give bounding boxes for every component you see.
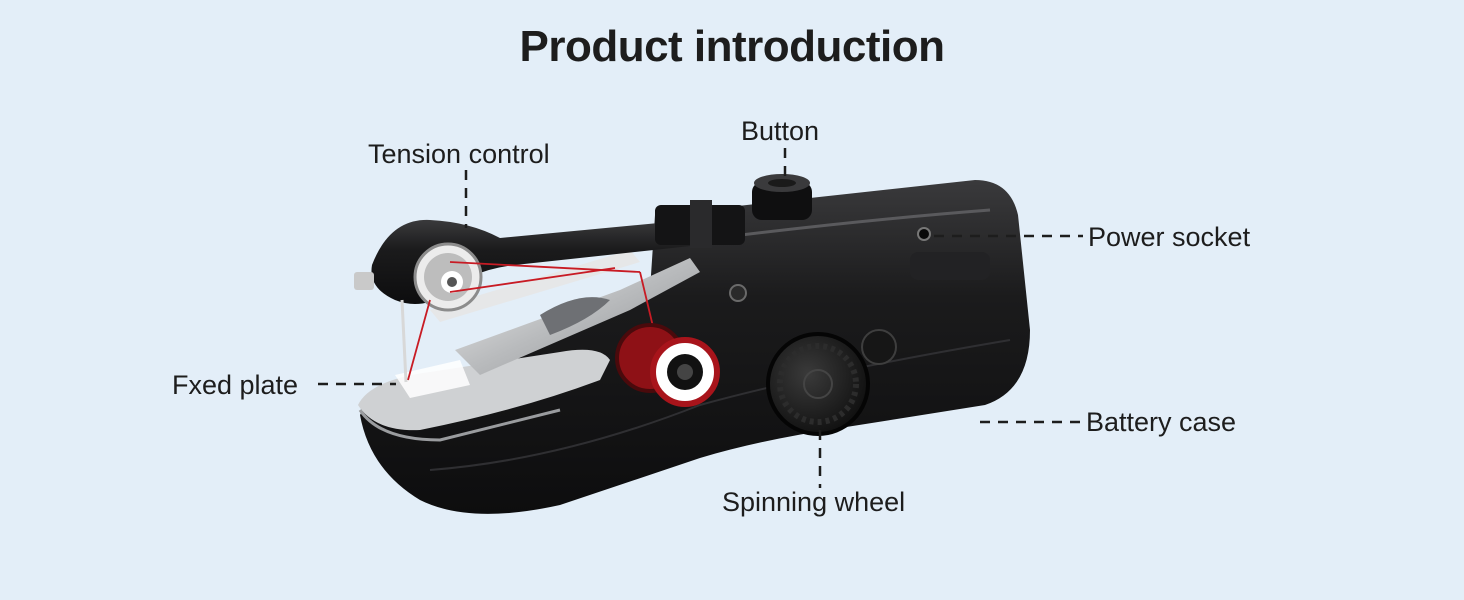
- label-fixed-plate: Fxed plate: [172, 370, 299, 400]
- label-button: Button: [741, 116, 820, 146]
- side-button: [861, 329, 897, 365]
- tension-control-knob: [413, 242, 483, 312]
- label-spinning-wheel: Spinning wheel: [722, 487, 906, 517]
- spinning-wheel-icon: [766, 332, 870, 436]
- fixed-plate-base: [358, 349, 610, 442]
- power-socket-icon: [917, 227, 931, 241]
- thread-spool: [615, 323, 720, 407]
- power-button: [752, 174, 812, 220]
- needle: [354, 272, 408, 383]
- label-battery-case: Battery case: [1086, 407, 1237, 437]
- leader-lines: [318, 148, 1083, 488]
- label-tension-control: Tension control: [368, 139, 550, 169]
- metal-arm: [430, 250, 700, 375]
- page-title: Product introduction: [519, 22, 945, 71]
- label-power-socket: Power socket: [1088, 222, 1251, 252]
- screw-icon: [729, 284, 747, 302]
